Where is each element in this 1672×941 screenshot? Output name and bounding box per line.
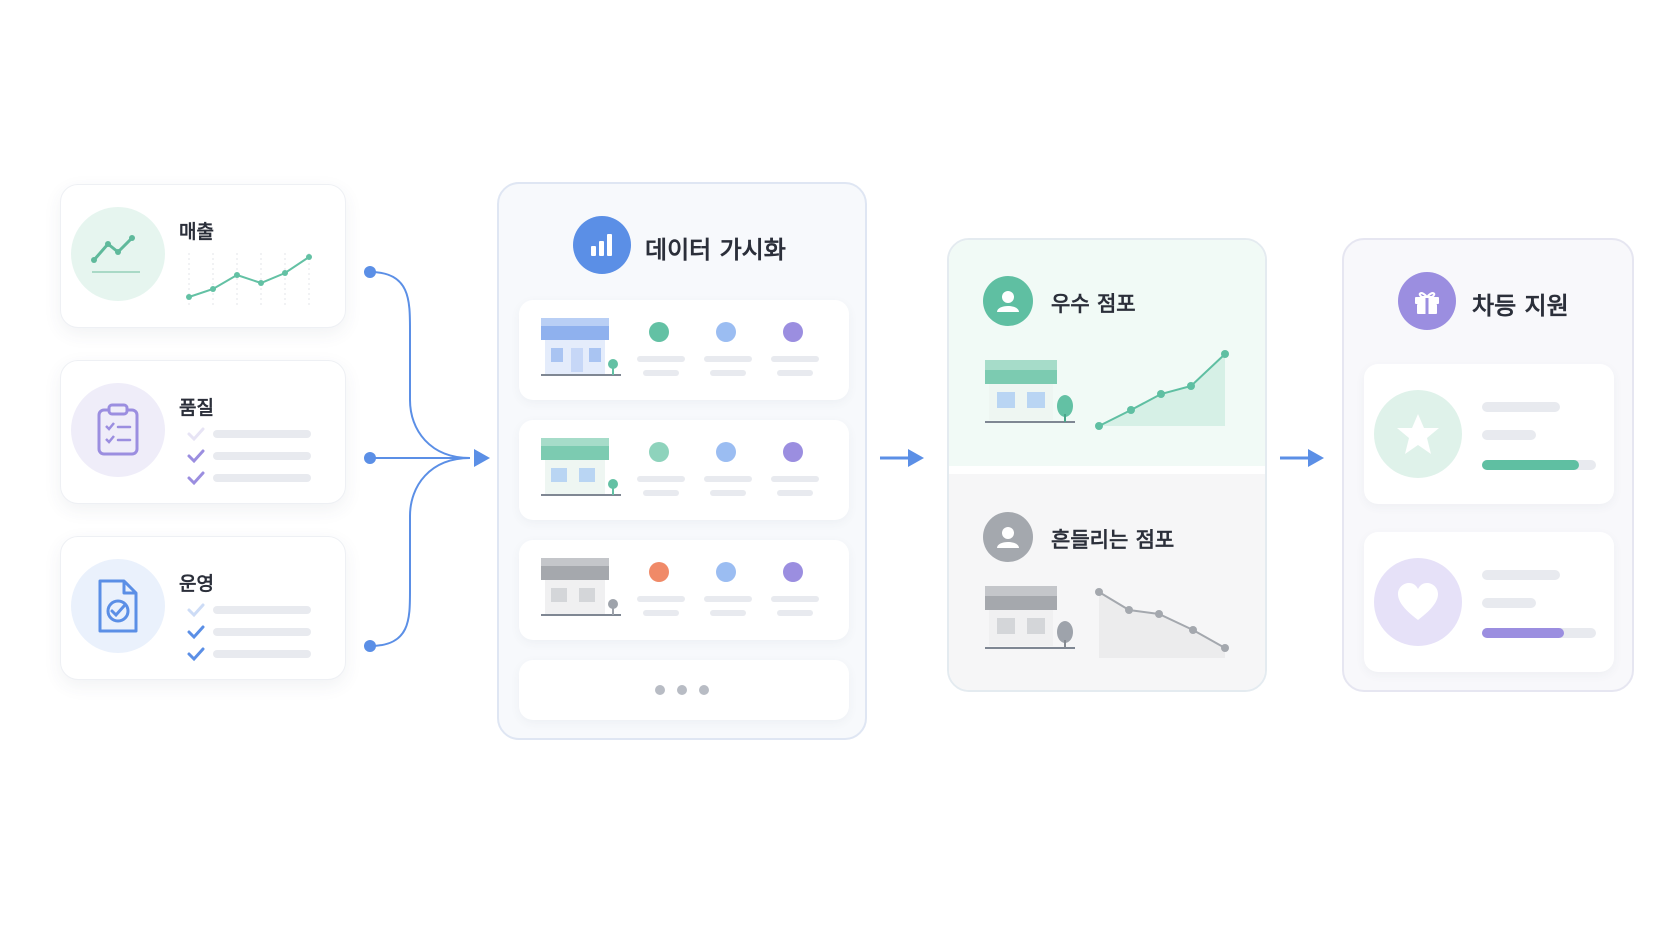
line-chart-icon [71, 207, 165, 301]
metric-line [710, 490, 746, 496]
metric-line [710, 610, 746, 616]
more-stores-row [519, 660, 849, 720]
store-row [519, 540, 849, 640]
placeholder-line [1482, 430, 1536, 440]
metric-line [704, 356, 752, 362]
checklist-line [213, 628, 311, 636]
support-level-fill [1482, 628, 1564, 638]
excellent-store-label: 우수 점포 [1051, 292, 1136, 316]
quality-card: 품질 [60, 360, 346, 504]
check-icon [187, 603, 205, 618]
metric-line [643, 490, 679, 496]
quality-status-dot [716, 442, 736, 462]
check-icon [187, 471, 205, 486]
quality-status-dot [716, 562, 736, 582]
metric-line [637, 596, 685, 602]
check-icon [187, 647, 205, 662]
check-icon [187, 427, 205, 442]
quality-label: 품질 [179, 397, 214, 419]
heart-icon [1374, 558, 1462, 646]
support-title: 차등 지원 [1472, 292, 1569, 320]
store-row [519, 420, 849, 520]
placeholder-line [1482, 570, 1560, 580]
gift-icon [1398, 272, 1456, 330]
document-check-icon [71, 559, 165, 653]
store-classification-panel: 우수 점포 흔들리는 점포 [947, 238, 1267, 692]
sales-status-dot [649, 562, 669, 582]
metric-line [704, 476, 752, 482]
sales-label: 매출 [179, 221, 214, 243]
checklist-line [213, 650, 311, 658]
operations-status-dot [783, 442, 803, 462]
ellipsis-dot [677, 685, 687, 695]
metric-line [771, 476, 819, 482]
sales-card: 매출 [60, 184, 346, 328]
quality-status-dot [716, 322, 736, 342]
growth-trend-chart [1095, 350, 1229, 430]
metric-line [771, 356, 819, 362]
placeholder-line [1482, 402, 1560, 412]
decline-trend-chart [1095, 588, 1229, 658]
metric-line [637, 356, 685, 362]
operations-card: 운영 [60, 536, 346, 680]
visualization-title: 데이터 가시화 [645, 236, 786, 264]
data-visualization-panel: 데이터 가시화 [497, 182, 867, 740]
checklist-line [213, 452, 311, 460]
ellipsis-dot [655, 685, 665, 695]
operations-status-dot [783, 562, 803, 582]
check-icon [187, 449, 205, 464]
store-icon [541, 438, 621, 496]
star-icon [1374, 390, 1462, 478]
struggling-store-label: 흔들리는 점포 [1051, 528, 1175, 552]
user-icon [983, 276, 1033, 326]
metric-line [643, 610, 679, 616]
store-icon [541, 558, 621, 616]
metric-line [637, 476, 685, 482]
checklist-line [213, 474, 311, 482]
ellipsis-dot [699, 685, 709, 695]
store-row [519, 300, 849, 400]
checklist-line [213, 430, 311, 438]
support-item-struggling [1364, 532, 1614, 672]
metric-line [777, 490, 813, 496]
store-icon [985, 360, 1075, 423]
differential-support-panel: 차등 지원 [1342, 238, 1634, 692]
check-icon [187, 625, 205, 640]
sales-status-dot [649, 322, 669, 342]
user-icon [983, 512, 1033, 562]
metric-line [704, 596, 752, 602]
metric-line [643, 370, 679, 376]
support-item-excellent [1364, 364, 1614, 504]
store-icon [985, 586, 1075, 649]
clipboard-checklist-icon [71, 383, 165, 477]
sales-trend-mini-chart [186, 253, 312, 305]
metric-line [771, 596, 819, 602]
metric-line [777, 370, 813, 376]
placeholder-line [1482, 598, 1536, 608]
checklist-line [213, 606, 311, 614]
bar-chart-icon [573, 216, 631, 274]
store-icon [541, 318, 621, 376]
operations-status-dot [783, 322, 803, 342]
support-level-fill [1482, 460, 1579, 470]
metric-line [710, 370, 746, 376]
operations-label: 운영 [179, 573, 214, 595]
sales-status-dot [649, 442, 669, 462]
metric-line [777, 610, 813, 616]
